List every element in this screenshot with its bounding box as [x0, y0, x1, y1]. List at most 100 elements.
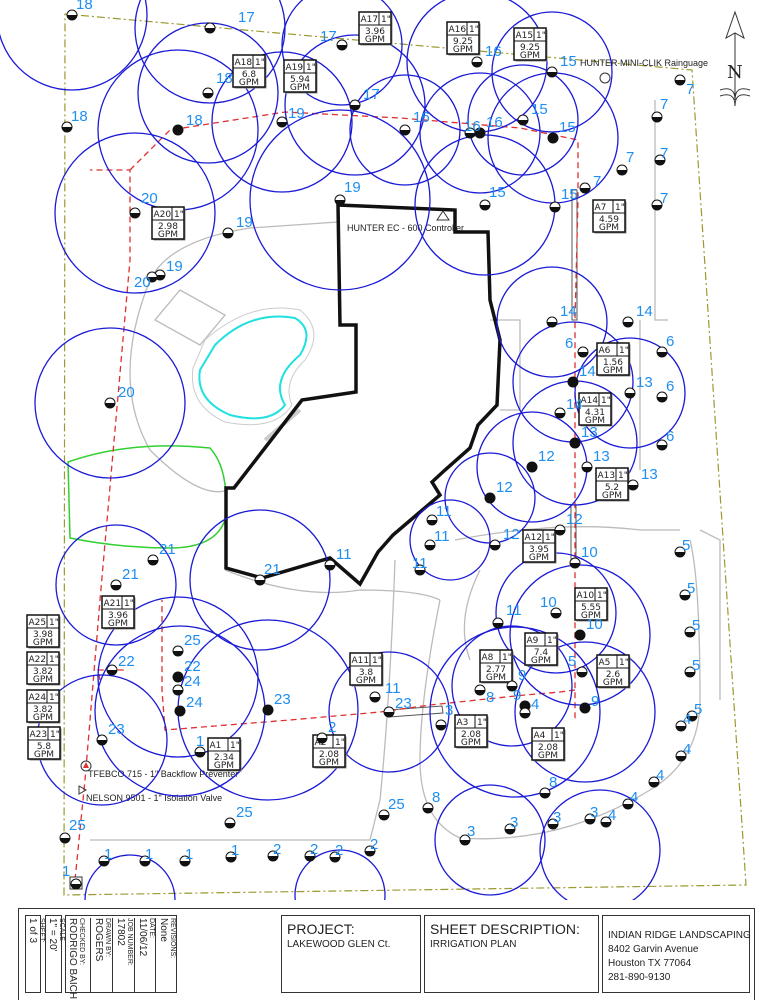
zone-label: 18 — [76, 0, 93, 13]
valve-gpm: 2.34 — [214, 753, 234, 763]
spray-head — [674, 546, 686, 558]
checked-by-label: CHECKED BY: — [78, 918, 85, 966]
zone-label: 5 — [694, 701, 702, 718]
spray-head — [304, 850, 316, 862]
valve-size: 1" — [255, 58, 265, 68]
valve-size: 1" — [306, 63, 316, 73]
zone-label: 16 — [486, 114, 503, 131]
valve-size: 1" — [381, 15, 391, 25]
spray-head — [517, 114, 529, 126]
valve-id: A7 — [595, 203, 607, 213]
zone-label: 13 — [641, 466, 658, 483]
spray-head — [519, 707, 531, 719]
valve-id: A18 — [235, 58, 253, 68]
zone-label: 5 — [692, 657, 700, 674]
zone-label: 19 — [288, 105, 305, 122]
valve-unit: GPM — [538, 751, 558, 761]
controller-label: HUNTER EC - 600 Controller — [347, 223, 464, 233]
zone-label: 21 — [159, 541, 176, 558]
zone-label: 14 — [560, 303, 577, 320]
spray-arc — [467, 64, 579, 176]
spray-head — [616, 164, 628, 176]
spray-head — [139, 855, 151, 867]
spray-arc — [409, 499, 491, 581]
zone-label: 6 — [666, 333, 674, 350]
valve-unit: GPM — [529, 553, 549, 563]
rotor-head-icon — [262, 704, 274, 716]
zone-label: 1 — [185, 846, 193, 863]
rotor-head — [547, 132, 559, 144]
spray-head — [651, 111, 663, 123]
zone-label: 25 — [69, 817, 86, 834]
spray-head — [569, 557, 581, 569]
zone-label: 25 — [236, 804, 253, 821]
zone-label: 3 — [467, 823, 475, 840]
company-address-line2: Houston TX 77064 — [608, 958, 692, 969]
valve-id: A11 — [352, 656, 370, 666]
spray-head — [546, 66, 558, 78]
zone-label: 20 — [141, 190, 158, 207]
zone-label: 19 — [344, 179, 361, 196]
zone-label: 14 — [636, 303, 653, 320]
zone-label: 15 — [489, 184, 506, 201]
zone-label: 4 — [630, 789, 638, 806]
spray-head — [316, 732, 328, 744]
spray-arc — [55, 524, 177, 646]
spray-head — [378, 809, 390, 821]
zone-label: 4 — [531, 696, 539, 713]
spray-head — [147, 554, 159, 566]
rain-sensor-icon — [599, 72, 611, 84]
spray-head — [424, 539, 436, 551]
sheet-value: 1 of 3 — [27, 918, 38, 944]
rotor-head — [569, 437, 581, 449]
spray-head — [106, 664, 118, 676]
valve-size: 1" — [619, 658, 629, 668]
spray-head — [172, 684, 184, 696]
zone-label: 5 — [568, 653, 576, 670]
zone-label: 7 — [626, 149, 634, 166]
rotor-head — [174, 705, 186, 717]
spray-head — [224, 817, 236, 829]
spray-head — [600, 816, 612, 828]
project-value: LAKEWOOD GLEN Ct. — [287, 939, 391, 950]
zone-label: 24 — [186, 694, 203, 711]
zone-label: 8 — [432, 789, 440, 806]
spray-head — [674, 74, 686, 86]
rotor-head — [526, 461, 538, 473]
spray-head — [276, 116, 288, 128]
spray-head — [651, 199, 663, 211]
sheet-description-value: IRRIGATION PLAN — [430, 939, 517, 950]
zone-label: 7 — [660, 190, 668, 207]
zone-label: 3 — [590, 804, 598, 821]
zone-label: 4 — [656, 767, 664, 784]
zone-label: 24 — [184, 673, 201, 690]
valve-size: 1" — [477, 718, 487, 728]
spray-head — [324, 559, 336, 571]
